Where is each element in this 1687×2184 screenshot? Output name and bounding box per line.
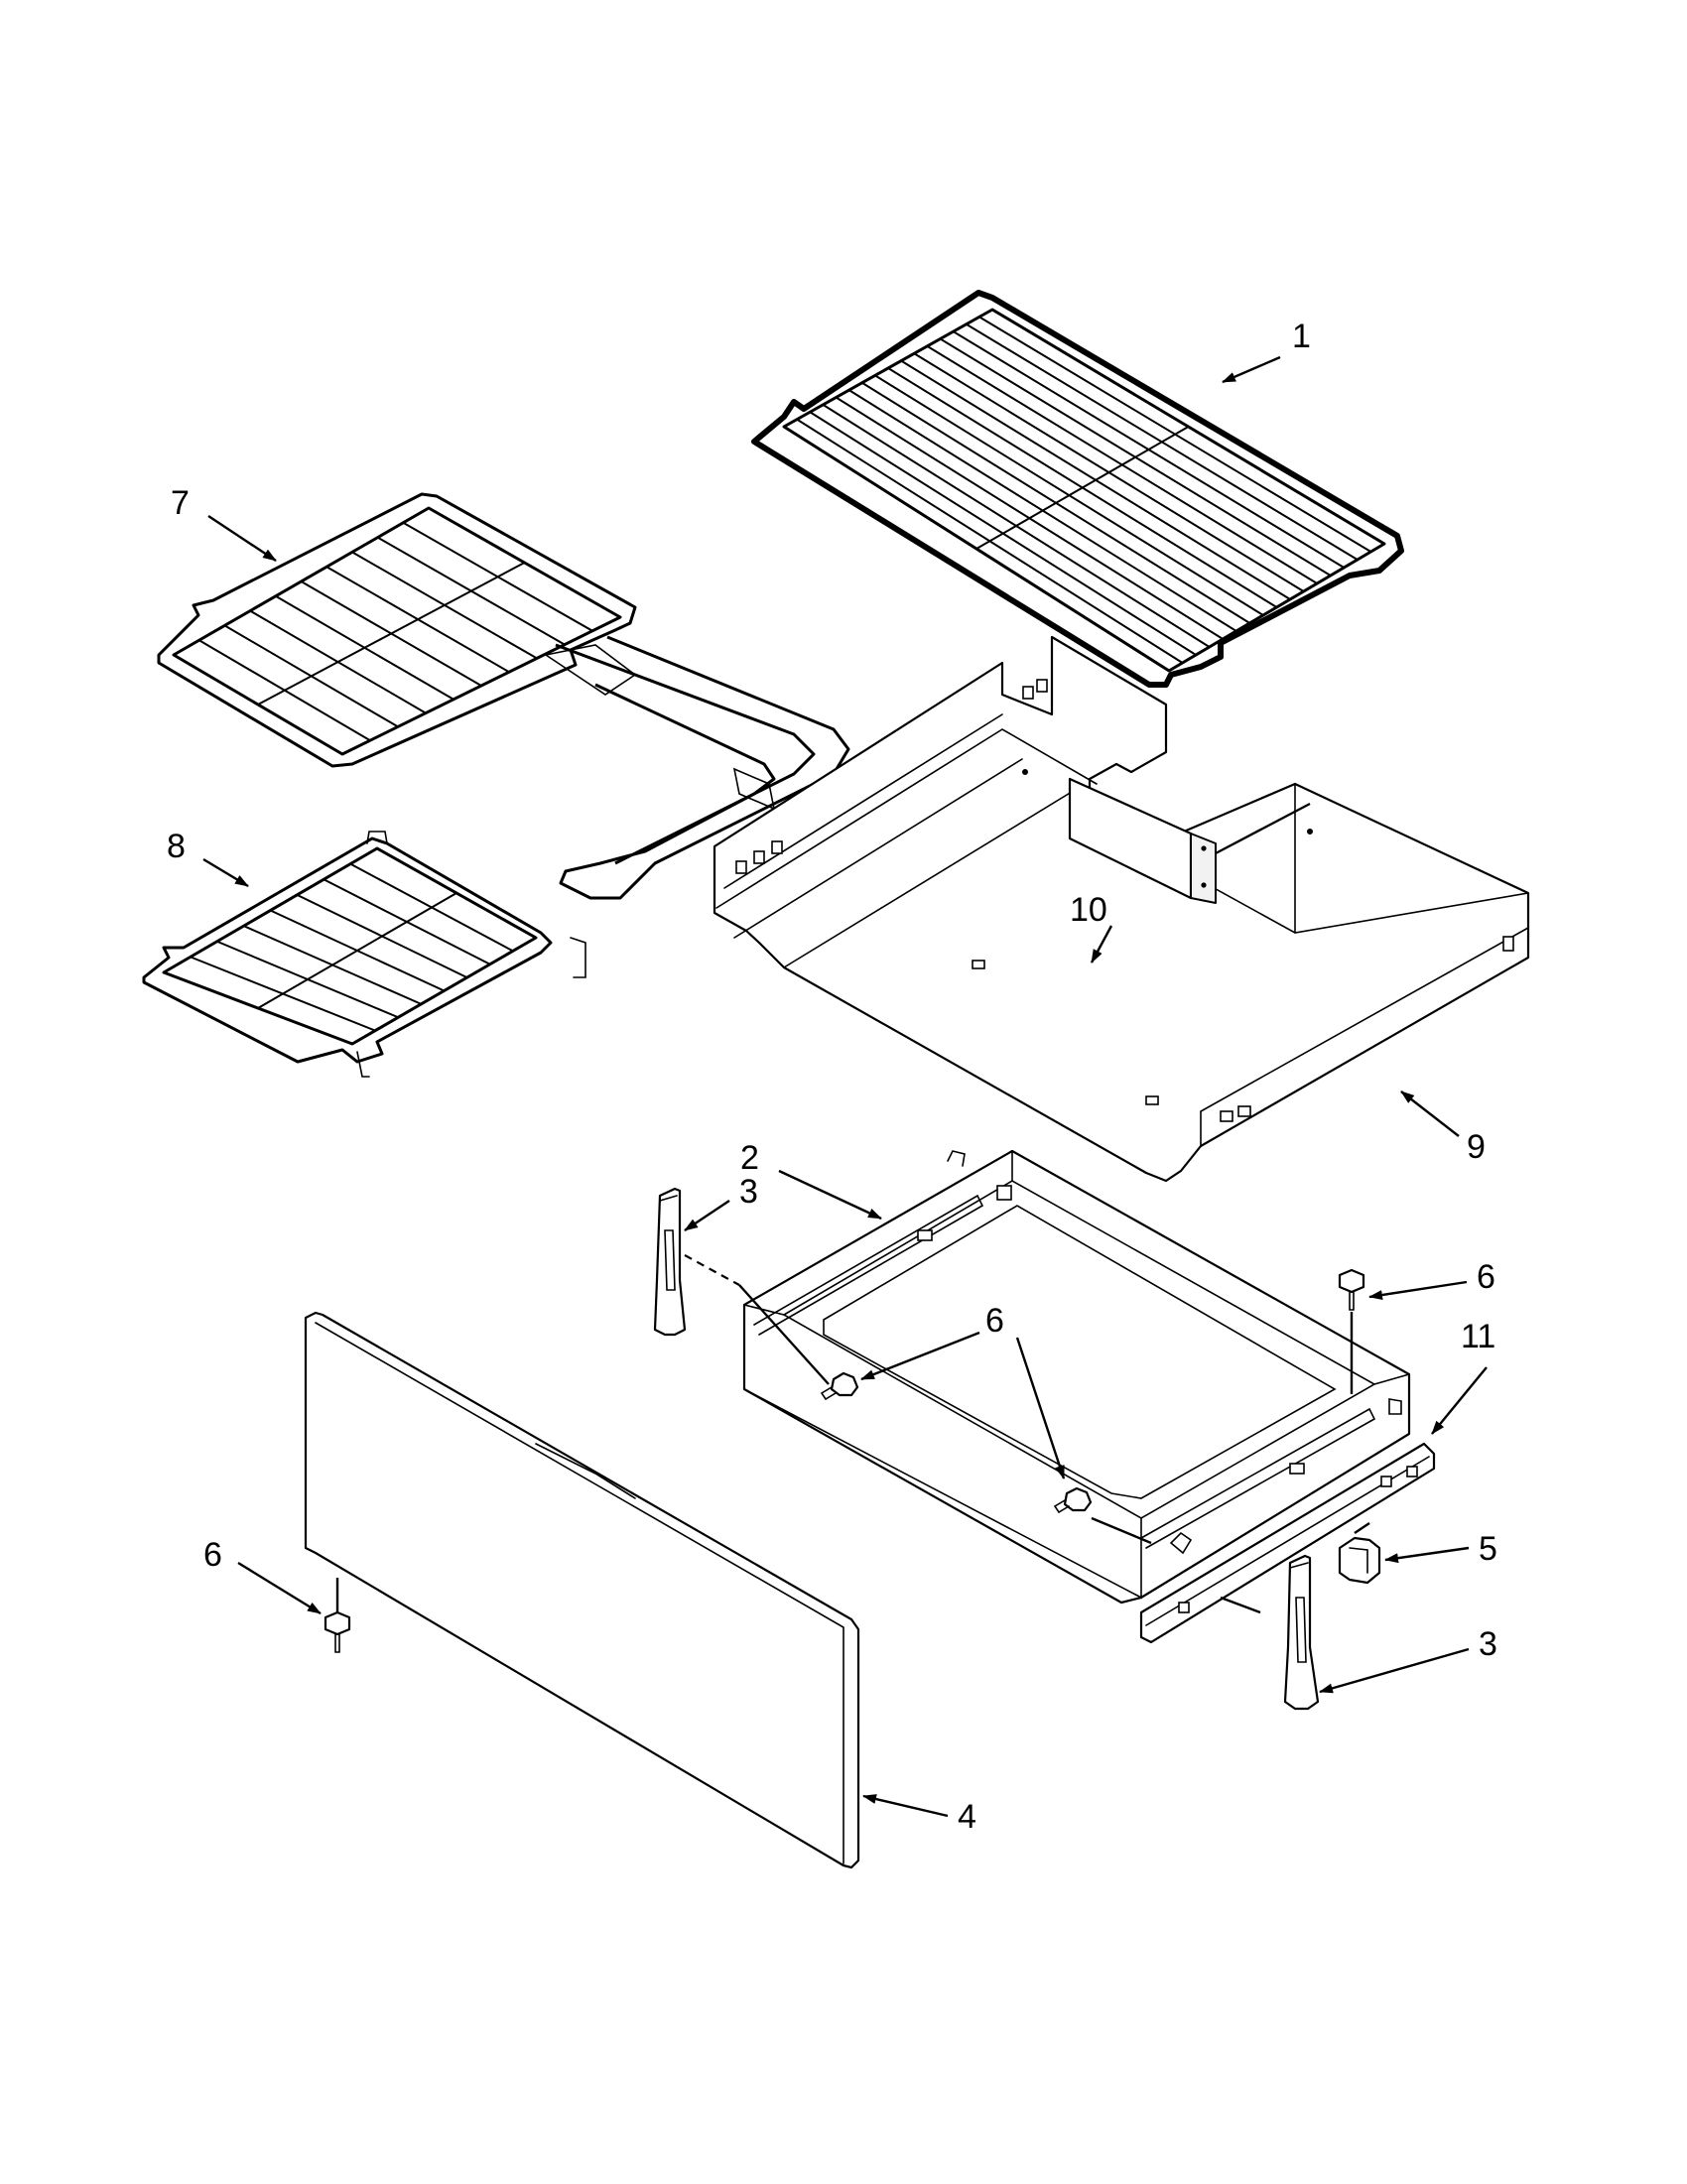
- screw-part-6-drawer-left: [820, 1371, 859, 1401]
- slide-rail-part-11: [1139, 1442, 1436, 1644]
- bracket-part-10: [1068, 777, 1311, 904]
- rack-cross-wire: [975, 426, 1189, 550]
- screw-part-6-front: [324, 1610, 351, 1653]
- callout-6-front: 6: [203, 1536, 222, 1574]
- rack-cross-wire: [257, 562, 525, 706]
- callout-7: 7: [171, 484, 190, 522]
- extension-rack-part-7: [157, 492, 850, 900]
- oven-rack-part-1: [751, 290, 1404, 688]
- clip-part-5: [1338, 1536, 1381, 1585]
- callout-8: 8: [167, 828, 186, 865]
- callout-leaders: [202, 355, 1488, 1818]
- callout-1: 1: [1292, 318, 1311, 355]
- callout-3-left: 3: [739, 1173, 758, 1211]
- callout-4: 4: [958, 1798, 976, 1836]
- callout-5: 5: [1479, 1530, 1497, 1568]
- drawer-front-part-4: [304, 1311, 860, 1869]
- rack-cross-wire: [257, 892, 457, 1009]
- callout-labels: 1 7 8 10 9 2 3 6 6 11 5 3 6 4: [167, 318, 1497, 1836]
- callout-11: 11: [1461, 1318, 1495, 1355]
- callout-6-top-right: 6: [1477, 1258, 1495, 1296]
- drawer-body-part-2: [742, 1149, 1411, 1605]
- callout-2: 2: [740, 1139, 759, 1177]
- assembly-lines: [335, 1254, 1370, 1614]
- drawer-glide-part-3-left: [653, 1187, 687, 1337]
- callout-6-drawer: 6: [985, 1302, 1004, 1340]
- callout-3-right: 3: [1479, 1625, 1497, 1663]
- screw-part-6-top-right: [1338, 1268, 1365, 1311]
- callout-9: 9: [1467, 1128, 1486, 1166]
- screw-part-6-drawer-inner: [1053, 1486, 1093, 1514]
- small-rack-part-8: [142, 831, 586, 1078]
- drawer-glide-part-3-right: [1283, 1554, 1320, 1711]
- drawer-support-part-9: [713, 635, 1530, 1183]
- callout-10: 10: [1070, 891, 1107, 929]
